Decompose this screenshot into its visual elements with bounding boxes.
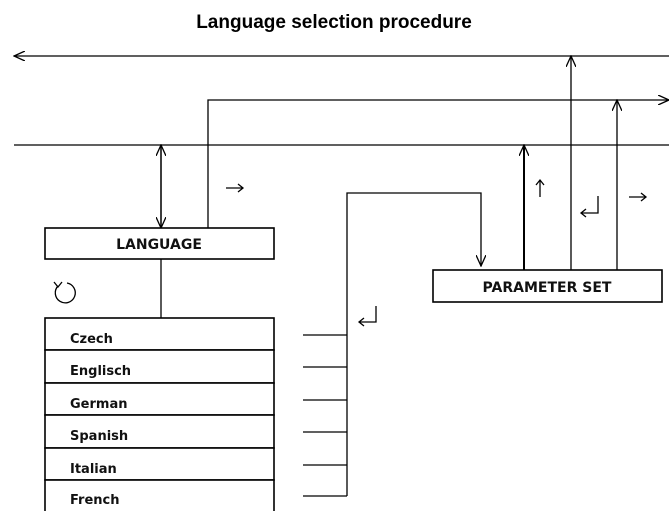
list-item-czech[interactable]: Czech xyxy=(44,317,275,351)
list-item-englisch[interactable]: Englisch xyxy=(44,349,275,384)
diagram-title: Language selection procedure xyxy=(196,12,472,33)
language-list: Czech Englisch German Spanish Italian Fr… xyxy=(44,317,275,511)
list-item-italian[interactable]: Italian xyxy=(44,447,275,481)
return-enter-icon xyxy=(357,306,377,327)
language-item-label: French xyxy=(70,493,120,508)
rotate-cycle-icon xyxy=(53,281,76,304)
list-item-spanish[interactable]: Spanish xyxy=(44,414,275,449)
list-item-french[interactable]: French xyxy=(44,479,275,511)
parameter-set-label: PARAMETER SET xyxy=(483,280,612,296)
language-item-label: Italian xyxy=(70,462,117,477)
right-arrow-icon xyxy=(226,183,245,193)
right-arrow-icon xyxy=(629,192,648,202)
language-item-label: German xyxy=(70,397,127,412)
language-box-label: LANGUAGE xyxy=(116,237,202,253)
language-item-label: Spanish xyxy=(70,429,128,444)
up-arrow-icon xyxy=(535,178,545,197)
parameter-set-box[interactable]: PARAMETER SET xyxy=(432,269,663,303)
return-enter-icon xyxy=(579,196,599,218)
language-right-line xyxy=(207,100,669,228)
language-item-label: Englisch xyxy=(70,364,131,379)
list-item-german[interactable]: German xyxy=(44,382,275,416)
language-item-label: Czech xyxy=(70,332,113,347)
languages-to-param-line xyxy=(346,192,481,496)
language-box[interactable]: LANGUAGE xyxy=(44,227,275,260)
